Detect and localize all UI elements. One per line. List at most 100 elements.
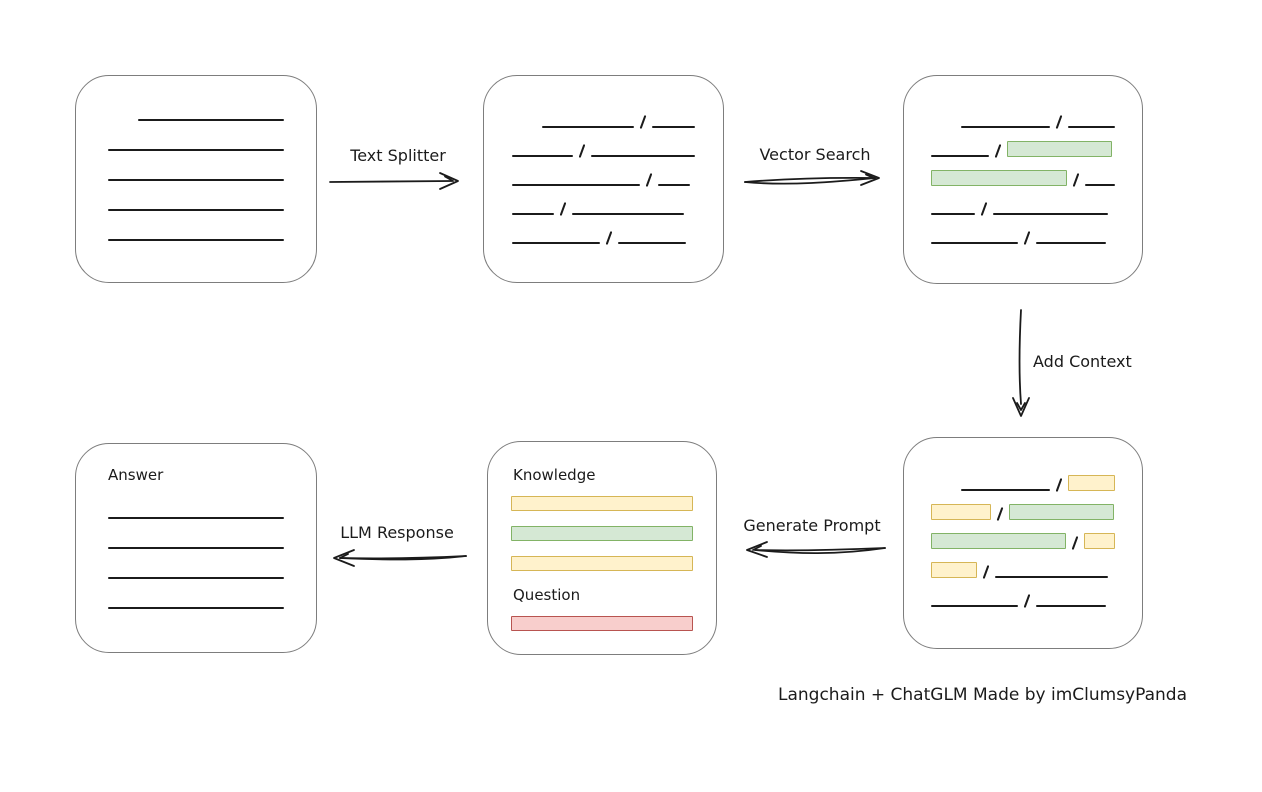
text-line — [108, 517, 284, 519]
context-box — [903, 437, 1143, 649]
slash-separator — [559, 202, 567, 216]
add-context-arrow-down-icon — [1012, 309, 1030, 417]
text-line — [961, 489, 1050, 491]
add-context-label: Add Context — [1033, 352, 1132, 371]
generate-prompt-arrow-left-icon — [746, 541, 886, 558]
llm-response-arrow-left-icon — [333, 549, 467, 567]
text-row — [108, 549, 284, 579]
text-line — [591, 155, 695, 157]
red-bar — [511, 616, 693, 631]
green-highlight-bar — [1007, 141, 1112, 157]
text-line — [512, 242, 600, 244]
green-highlight-bar — [931, 533, 1066, 549]
document-box — [75, 75, 317, 283]
question-label: Question — [513, 586, 581, 604]
slash-separator — [996, 507, 1004, 521]
yellow-highlight-bar — [931, 562, 977, 578]
diagram-caption: Langchain + ChatGLM Made by imClumsyPand… — [778, 685, 1187, 705]
text-line — [512, 213, 554, 215]
vector-search-arrow-right-icon — [744, 170, 880, 186]
slash-separator — [1055, 478, 1063, 492]
text-line — [658, 184, 690, 186]
text-row — [931, 128, 1115, 158]
text-line — [512, 184, 640, 186]
question-bars — [511, 616, 693, 631]
text-line — [572, 213, 684, 215]
text-line — [618, 242, 686, 244]
text-row — [931, 520, 1115, 550]
vector-search-result-box — [903, 75, 1143, 284]
text-splitter-arrow-right-icon — [329, 172, 459, 190]
text-line — [931, 605, 1018, 607]
text-row — [931, 491, 1115, 521]
yellow-highlight-bar — [1083, 533, 1115, 549]
text-line — [1067, 126, 1115, 128]
yellow-highlight-bar — [931, 504, 991, 520]
slash-separator — [1073, 173, 1080, 187]
slash-separator — [980, 202, 988, 216]
text-row — [931, 549, 1115, 579]
text-row — [108, 151, 284, 181]
text-row — [108, 579, 284, 609]
text-row — [512, 99, 695, 129]
slash-separator — [639, 115, 646, 129]
text-line — [1085, 184, 1115, 186]
prompt-box: Knowledge Question — [487, 441, 717, 655]
text-row — [931, 186, 1115, 216]
text-line — [108, 239, 284, 241]
text-line — [931, 213, 975, 215]
text-row — [931, 157, 1115, 187]
text-row — [931, 215, 1115, 245]
text-line — [1036, 605, 1106, 607]
text-row — [512, 128, 695, 158]
slash-separator — [982, 565, 990, 579]
slash-separator — [1071, 536, 1079, 550]
text-row — [512, 215, 695, 245]
text-line — [138, 119, 284, 121]
text-line — [931, 155, 989, 157]
text-row — [931, 99, 1115, 129]
text-line — [651, 126, 695, 128]
text-row — [931, 462, 1115, 492]
text-row — [108, 211, 284, 241]
answer-label: Answer — [108, 466, 164, 484]
text-line — [961, 126, 1050, 128]
text-row — [108, 121, 284, 151]
vector-search-label: Vector Search — [759, 145, 871, 164]
yellow-highlight-bar — [1067, 475, 1115, 491]
yellow-bar — [511, 556, 693, 571]
answer-box: Answer — [75, 443, 317, 653]
text-line — [108, 547, 284, 549]
text-row — [931, 578, 1115, 608]
text-line — [108, 577, 284, 579]
slash-separator — [994, 144, 1002, 158]
green-highlight-bar — [1009, 504, 1114, 520]
text-line — [995, 576, 1108, 578]
text-row — [512, 157, 695, 187]
yellow-bar — [511, 496, 693, 511]
knowledge-label: Knowledge — [513, 466, 596, 484]
text-line — [542, 126, 634, 128]
slash-separator — [605, 231, 613, 245]
slash-separator — [578, 144, 586, 158]
text-row — [108, 519, 284, 549]
text-row — [108, 489, 284, 519]
text-line — [993, 213, 1108, 215]
text-line — [108, 149, 284, 151]
green-bar — [511, 526, 693, 541]
text-line — [108, 209, 284, 211]
slash-separator — [1023, 231, 1031, 245]
green-highlight-bar — [931, 170, 1068, 186]
text-line — [108, 607, 284, 609]
text-row — [512, 186, 695, 216]
text-row — [108, 181, 284, 211]
generate-prompt-label: Generate Prompt — [743, 516, 881, 535]
text-line — [512, 155, 574, 157]
answer-lines — [108, 489, 284, 609]
text-line — [931, 242, 1018, 244]
text-chunks-box — [483, 75, 724, 283]
knowledge-bars — [511, 496, 693, 571]
text-line — [1036, 242, 1106, 244]
text-row — [108, 91, 284, 121]
